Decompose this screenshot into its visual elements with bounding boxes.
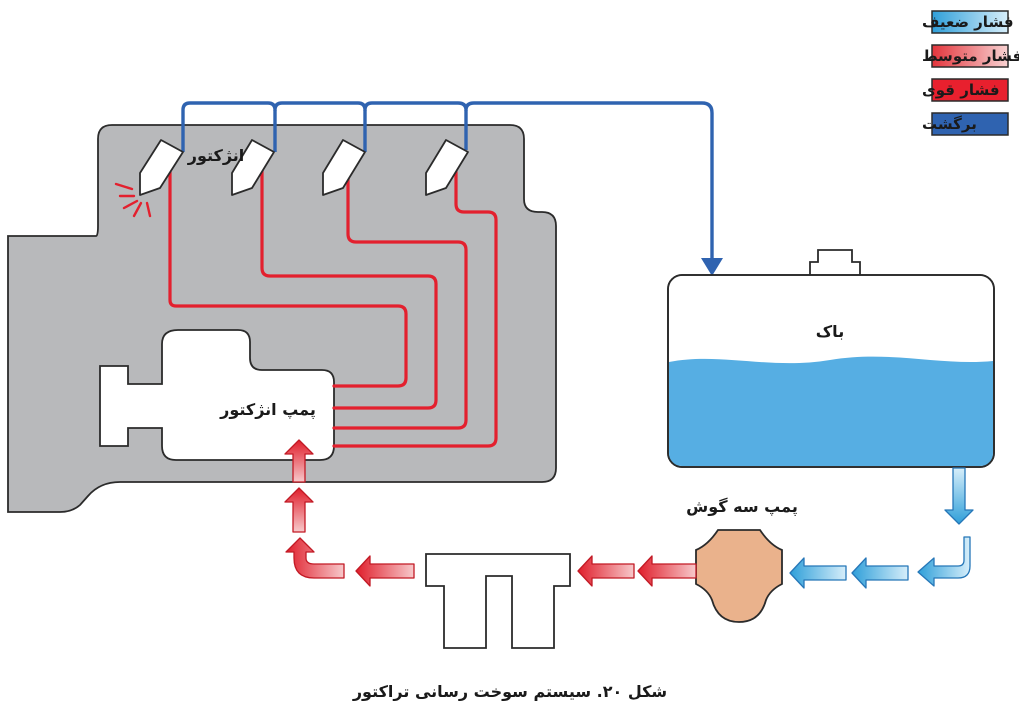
legend: فشار ضعیف فشار متوسط فشار قوی برگشت xyxy=(922,10,1019,136)
medium-pressure-arrow-elbow xyxy=(285,537,345,579)
low-pressure-arrows xyxy=(789,467,974,589)
low-pressure-arrow-2 xyxy=(789,557,847,589)
medium-pressure-arrow-2 xyxy=(577,555,635,587)
legend-label-low: فشار ضعیف xyxy=(922,13,1014,31)
injector-2 xyxy=(231,139,275,196)
medium-pressure-arrow-up-2 xyxy=(284,439,314,483)
legend-label-high: فشار قوی xyxy=(922,81,1000,99)
return-arrow-head xyxy=(701,258,723,276)
fuel-filter xyxy=(425,553,571,649)
legend-label-return: برگشت xyxy=(922,115,977,133)
return-lines xyxy=(181,101,714,262)
legend-swatch-high xyxy=(931,78,1009,102)
transfer-pump xyxy=(695,529,783,623)
legend-swatch-return xyxy=(931,112,1009,136)
injector-4 xyxy=(425,139,469,196)
low-pressure-arrow-1 xyxy=(851,557,909,589)
injector-1 xyxy=(139,139,184,196)
transfer-pump-label: پمپ سه گوش xyxy=(686,497,798,517)
injector-label: انژکتور xyxy=(187,146,245,165)
high-pressure-lines xyxy=(168,166,498,448)
medium-pressure-arrow-up-1 xyxy=(284,487,314,533)
fuel-level xyxy=(669,356,993,466)
medium-pressure-arrow-3 xyxy=(355,555,415,587)
figure-caption: شکل ۲۰. سیستم سوخت رسانی تراکتور xyxy=(352,682,667,701)
fuel-tank-cap xyxy=(809,249,861,276)
legend-swatch-mid xyxy=(931,44,1009,68)
legend-swatch-low xyxy=(931,10,1009,34)
tank-label: باک xyxy=(816,322,844,341)
legend-label-mid: فشار متوسط xyxy=(922,47,1019,65)
low-pressure-arrow-elbow xyxy=(917,536,971,587)
injector-spray xyxy=(114,182,152,218)
high-pressure-line-4 xyxy=(332,170,498,448)
injectors xyxy=(139,139,469,196)
high-pressure-line-1 xyxy=(168,168,408,388)
low-pressure-arrow-down xyxy=(944,467,974,525)
medium-pressure-arrow-1 xyxy=(637,555,697,587)
medium-pressure-arrows xyxy=(284,439,697,587)
injector-pump-label: پمپ انژکتور xyxy=(219,400,316,420)
high-pressure-line-3 xyxy=(332,168,468,430)
injector-pump-body xyxy=(99,329,335,461)
injector-3 xyxy=(322,139,366,196)
fuel-tank: باک xyxy=(667,249,995,468)
high-pressure-line-2 xyxy=(260,166,438,410)
